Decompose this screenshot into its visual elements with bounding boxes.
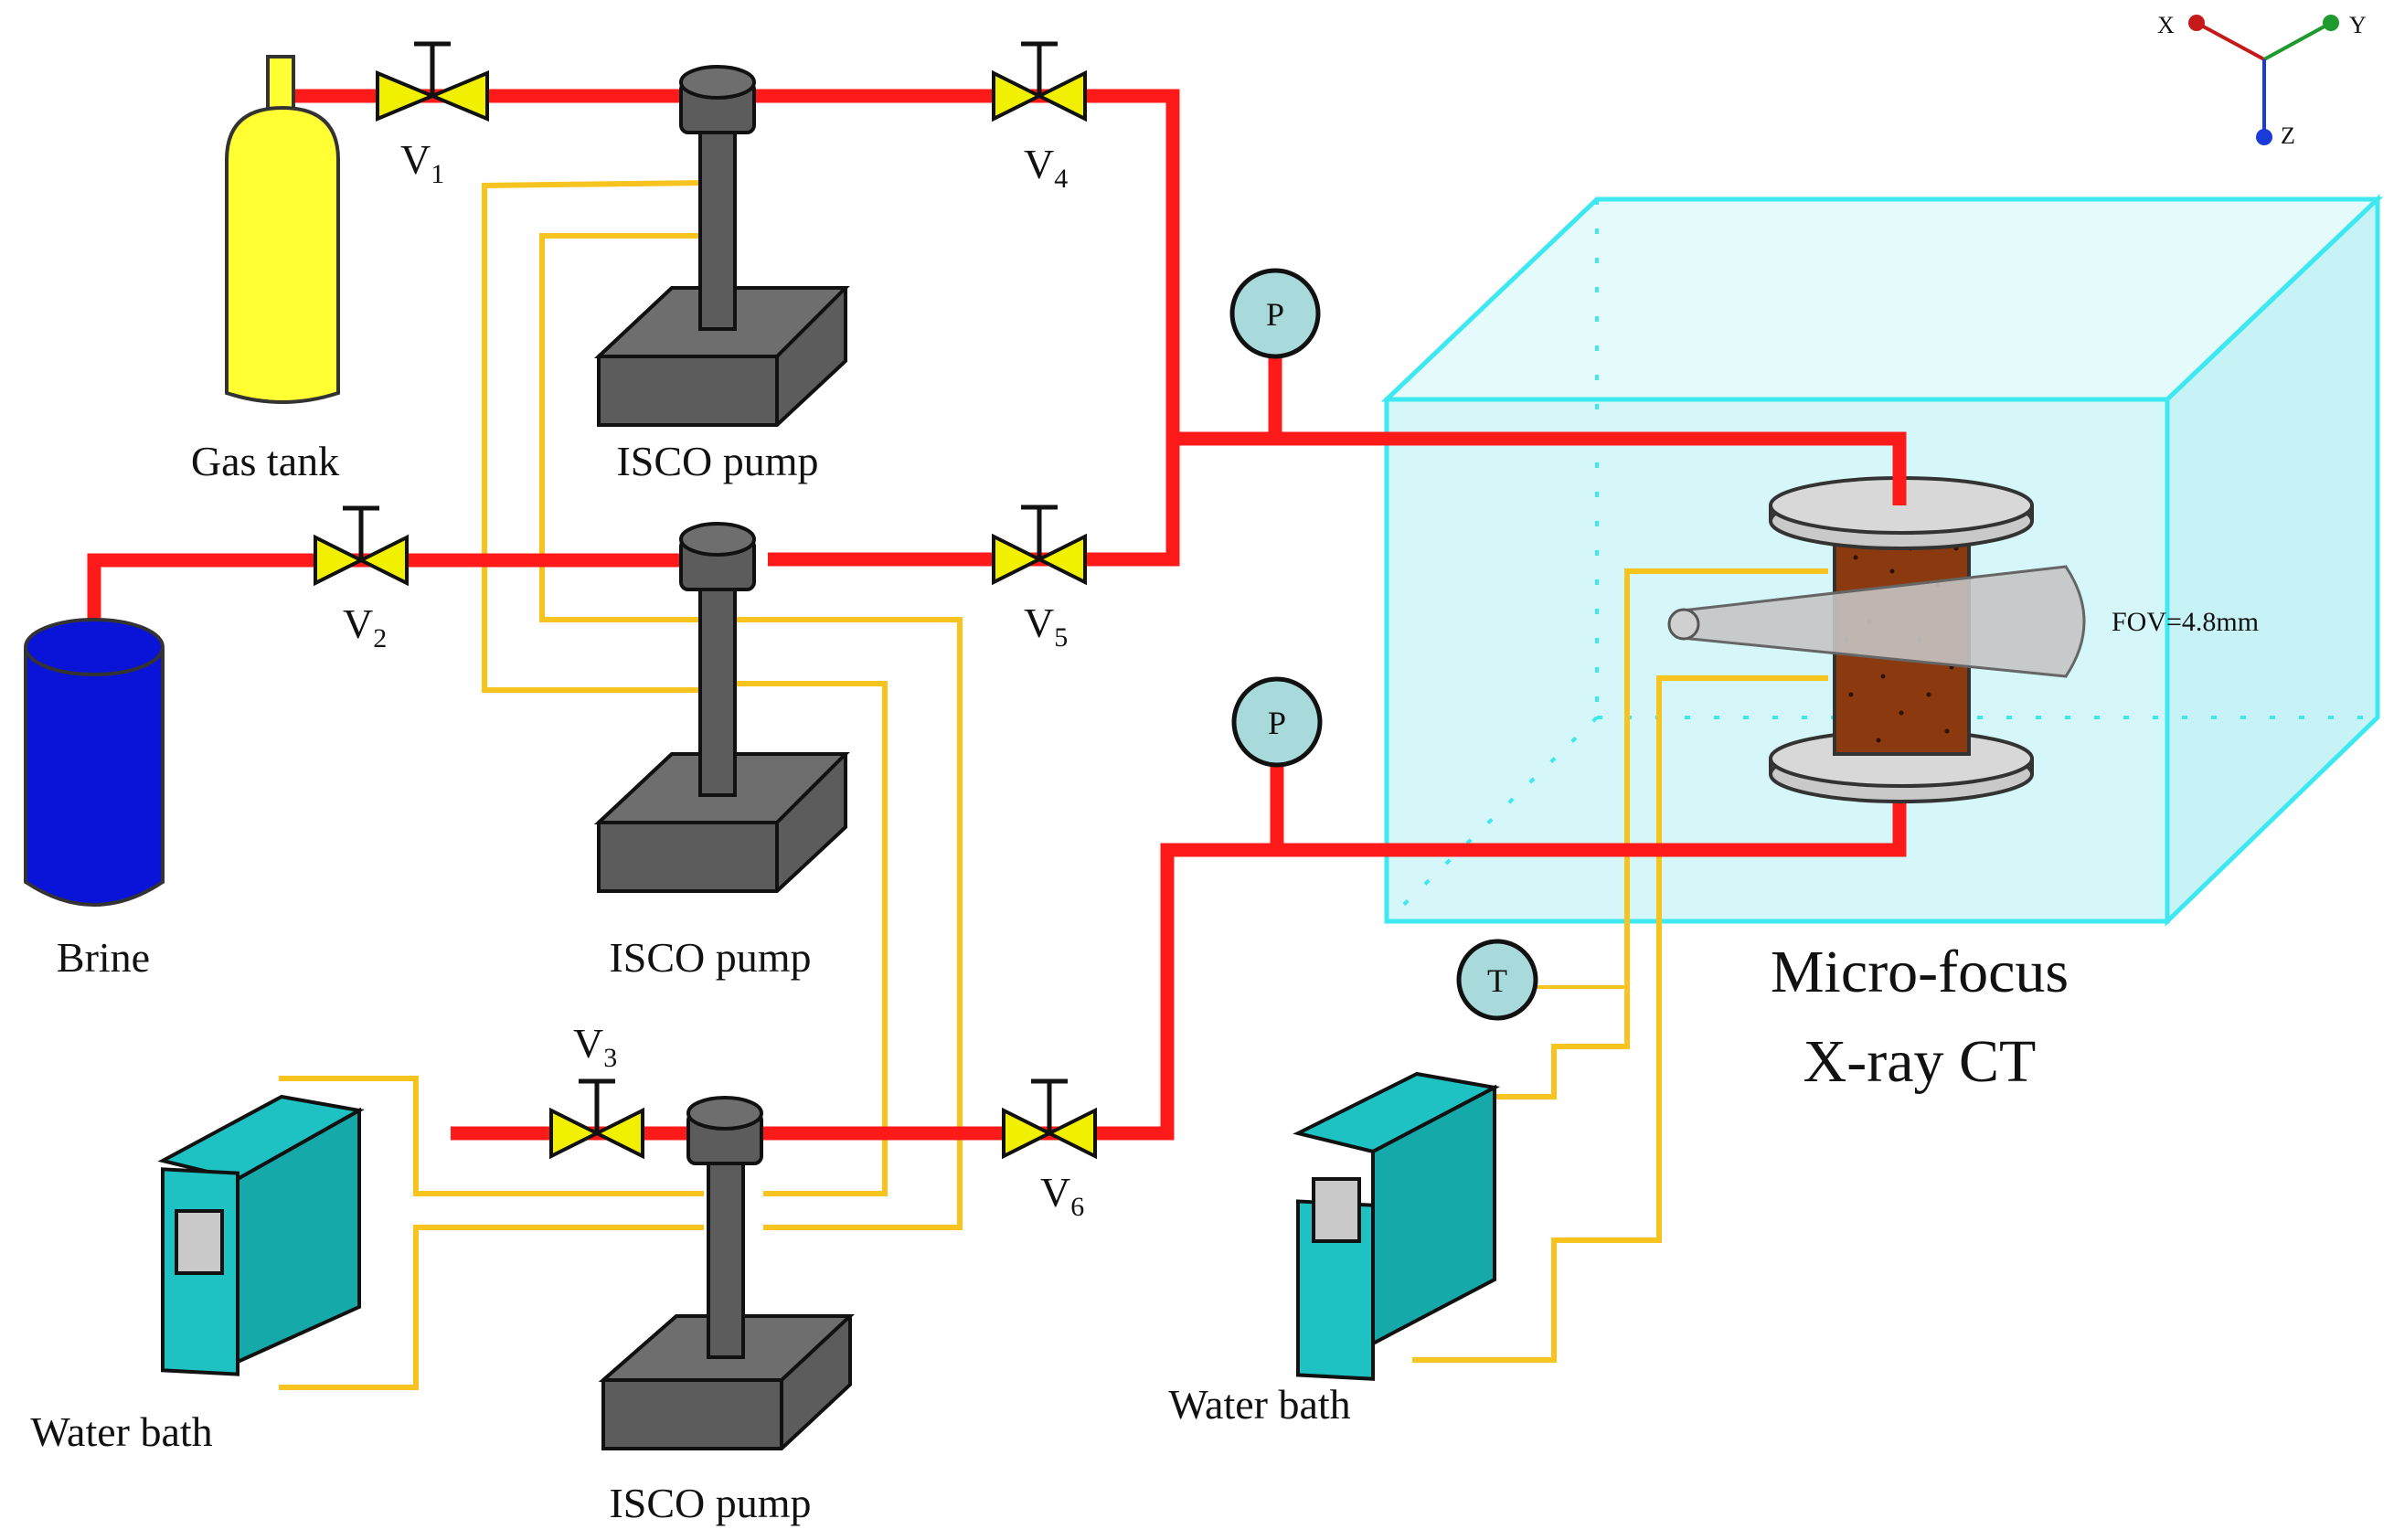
isco-pump-bottom — [598, 1096, 856, 1450]
temperature-gauge-label: T — [1487, 962, 1507, 999]
water-bath-left-label: Water bath — [30, 1408, 212, 1455]
pump-cap-top — [679, 65, 756, 100]
water-line — [1412, 568, 1828, 1099]
valve-v3[interactable] — [549, 1078, 644, 1160]
valve-v4[interactable] — [992, 41, 1087, 122]
water-line — [704, 681, 888, 1196]
gas-line — [87, 553, 695, 644]
pump-column-bottom — [707, 1145, 745, 1359]
isco-pump-bottom-label: ISCO pump — [609, 1480, 811, 1526]
isco-pump-middle — [593, 522, 850, 893]
ct-box-hidden-edge — [1385, 716, 1599, 923]
brine-tank-body — [24, 649, 165, 907]
brine-tank — [24, 618, 165, 907]
axis-triad: X Y Z — [2157, 12, 2367, 149]
valve-v6[interactable] — [1002, 1078, 1097, 1160]
valve-v4-label: V4 — [1024, 141, 1068, 194]
pump-cap-bottom — [686, 1096, 763, 1131]
brine-label: Brine — [57, 934, 150, 981]
water-bath-right — [1293, 1071, 1501, 1381]
gas-tank-valve-stem — [266, 55, 295, 115]
valve-v5[interactable] — [992, 504, 1087, 586]
pump-cap-middle — [679, 522, 756, 557]
y-axis-label: Y — [2349, 12, 2367, 38]
water-lines — [279, 180, 1828, 1390]
fov-label: FOV=4.8mm — [2112, 607, 2259, 637]
ct-label-line1: Micro-focus — [1771, 939, 2069, 1005]
gas-line — [451, 795, 1907, 1141]
brine-tank-top — [24, 618, 165, 676]
valve-v3-label: V3 — [573, 1020, 617, 1073]
fov-cone — [1680, 565, 2086, 678]
gas-tank-body — [225, 105, 340, 404]
pump-column-top — [698, 108, 737, 331]
gas-tank-label: Gas tank — [191, 438, 339, 484]
water-line — [539, 233, 963, 1230]
pump-column-middle — [698, 569, 737, 797]
water-bath-left — [157, 1094, 365, 1376]
pressure-gauge-top-label: P — [1266, 296, 1284, 333]
isco-pump-top-label: ISCO pump — [616, 438, 818, 484]
valve-v5-label: V5 — [1024, 600, 1068, 653]
water-line — [279, 1076, 704, 1196]
water-bath-right-label: Water bath — [1168, 1381, 1350, 1428]
isco-pump-middle-label: ISCO pump — [609, 934, 811, 981]
pressure-gauge-bottom: P — [1231, 676, 1323, 768]
isco-pump-top — [593, 65, 850, 427]
ct-label-line2: X-ray CT — [1803, 1028, 2037, 1095]
z-axis-dot — [2256, 129, 2272, 145]
water-line — [279, 1225, 704, 1390]
z-axis-label: Z — [2281, 122, 2295, 149]
water-bath-left-display — [175, 1209, 224, 1275]
x-axis-dot — [2188, 15, 2205, 31]
water-bath-right-display — [1312, 1177, 1361, 1243]
valve-v1-label: V1 — [400, 136, 444, 189]
pressure-gauge-top: P — [1229, 268, 1321, 359]
valve-v6-label: V6 — [1040, 1169, 1084, 1222]
water-line — [1412, 675, 1828, 1363]
valve-v1[interactable] — [376, 41, 489, 122]
temperature-gauge: T — [1456, 939, 1538, 1021]
valve-v2[interactable] — [314, 505, 409, 587]
y-axis-dot — [2323, 15, 2339, 31]
ct-box-side-face — [2165, 194, 2380, 927]
pressure-gauge-bottom-label: P — [1268, 705, 1286, 741]
valve-v2-label: V2 — [343, 600, 387, 653]
water-line — [482, 180, 705, 693]
xray-source — [1667, 608, 1700, 641]
gas-tank — [225, 55, 340, 404]
x-axis-label: X — [2157, 12, 2175, 38]
